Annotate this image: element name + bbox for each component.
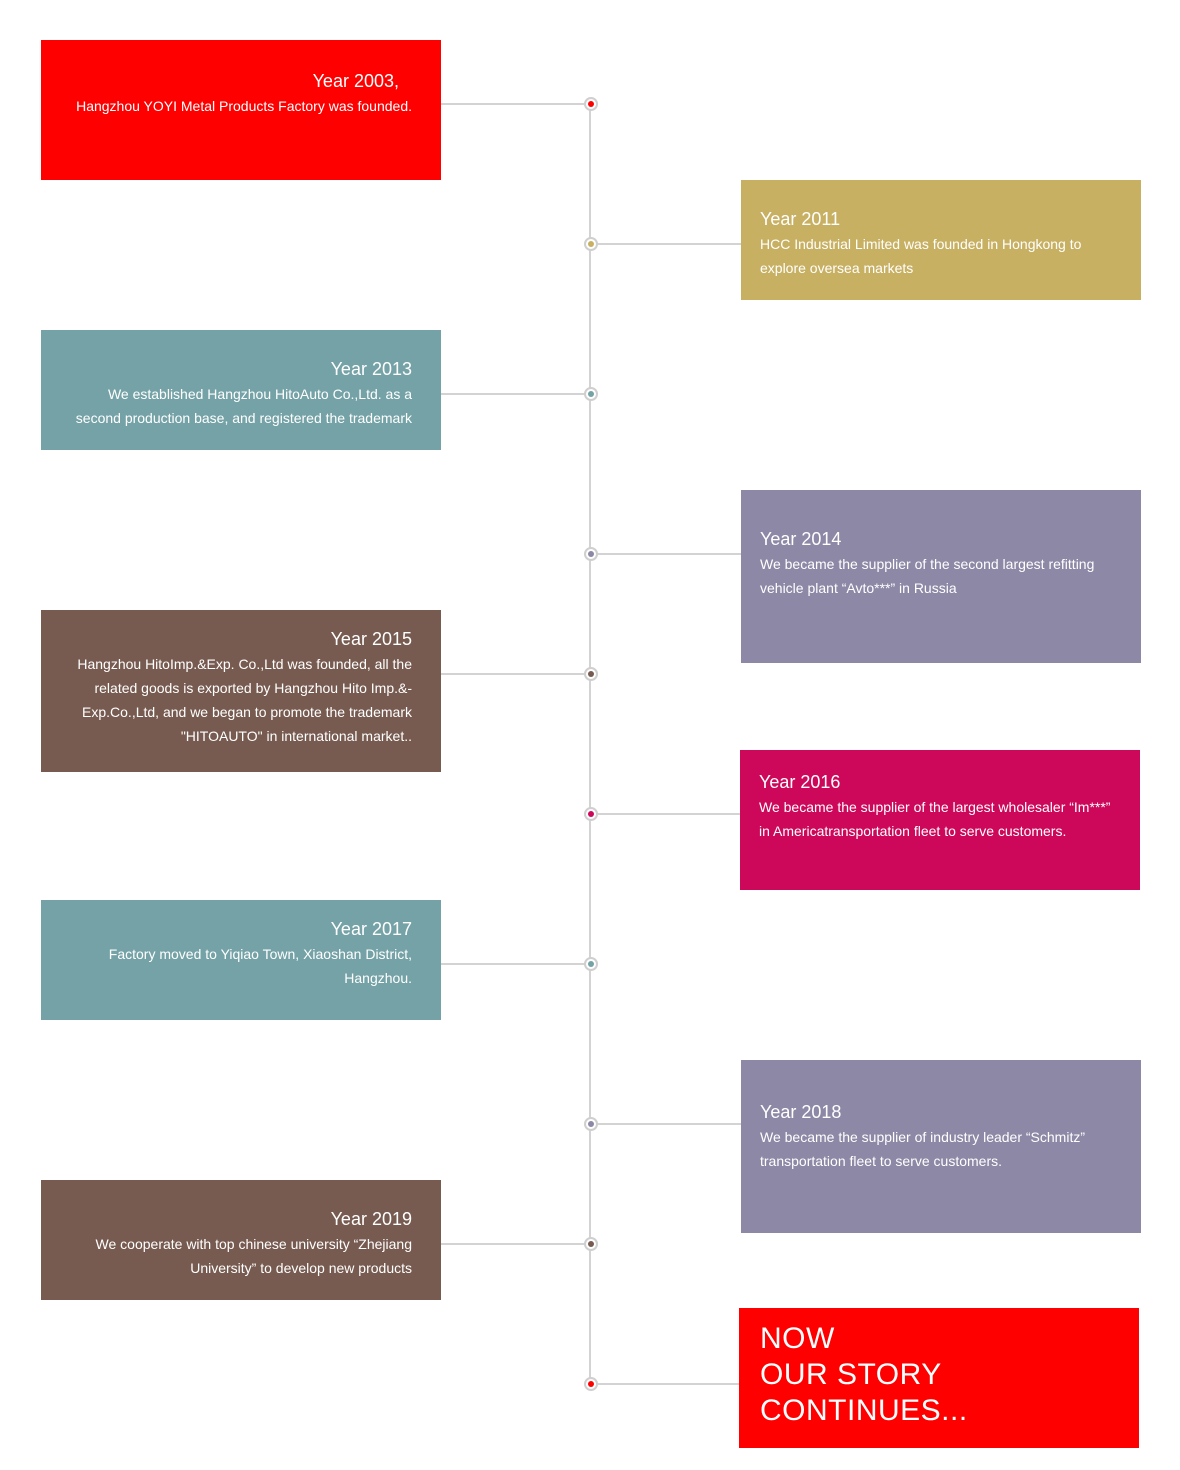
event-year: Year 2011 [760, 209, 841, 229]
timeline-card-2013: Year 2013 We established Hangzhou HitoAu… [41, 330, 441, 450]
now-line-2: OUR STORY [760, 1358, 942, 1391]
connector-now [590, 1383, 740, 1385]
connector-2011 [590, 243, 741, 245]
connector-2017 [440, 963, 590, 965]
timeline-card-2011: Year 2011 HCC Industrial Limited was fou… [741, 180, 1141, 300]
event-year: Year 2013 [330, 359, 412, 379]
timeline-card-2019: Year 2019 We cooperate with top chinese … [41, 1180, 441, 1300]
timeline-card-2003: Year 2003, Hangzhou YOYI Metal Products … [41, 40, 441, 180]
event-year: Year 2018 [760, 1102, 842, 1122]
connector-2016 [590, 813, 740, 815]
event-year: Year 2019 [330, 1209, 412, 1229]
timeline-card-2015: Year 2015 Hangzhou HitoImp.&Exp. Co.,Ltd… [41, 610, 441, 772]
timeline-dot-2003 [584, 97, 598, 111]
timeline-dot-2014 [584, 547, 598, 561]
event-description: We became the supplier of the largest wh… [759, 799, 1111, 839]
timeline-dot-2019 [584, 1237, 598, 1251]
connector-2013 [440, 393, 590, 395]
now-line-1: NOW [760, 1322, 835, 1355]
timeline-dot-2013 [584, 387, 598, 401]
event-description: We cooperate with top chinese university… [95, 1236, 412, 1276]
timeline-card-2016: Year 2016 We became the supplier of the … [740, 750, 1140, 890]
event-description: Factory moved to Yiqiao Town, Xiaoshan D… [108, 946, 412, 986]
connector-2018 [590, 1123, 741, 1125]
timeline-card-2014: Year 2014 We became the supplier of the … [741, 490, 1141, 663]
timeline-dot-now [584, 1377, 598, 1391]
event-description: Hangzhou YOYI Metal Products Factory was… [76, 98, 412, 114]
timeline-card-2018: Year 2018 We became the supplier of indu… [741, 1060, 1141, 1233]
event-description: Hangzhou HitoImp.&Exp. Co.,Ltd was found… [77, 656, 412, 744]
timeline-dot-2011 [584, 237, 598, 251]
event-year: Year 2014 [760, 529, 842, 549]
timeline-spine [589, 103, 591, 1385]
timeline-dot-2018 [584, 1117, 598, 1131]
now-line-3: CONTINUES... [760, 1394, 968, 1427]
event-description: HCC Industrial Limited was founded in Ho… [760, 236, 1082, 276]
connector-2014 [590, 553, 741, 555]
timeline-dot-2017 [584, 957, 598, 971]
event-year: Year 2003, [312, 71, 399, 91]
connector-2015 [440, 673, 590, 675]
timeline-card-now: NOW OUR STORY CONTINUES... [739, 1308, 1139, 1448]
timeline-dot-2016 [584, 807, 598, 821]
timeline-dot-2015 [584, 667, 598, 681]
connector-2003 [440, 103, 590, 105]
event-description: We became the supplier of industry leade… [760, 1129, 1085, 1169]
connector-2019 [440, 1243, 590, 1245]
event-year: Year 2015 [330, 629, 412, 649]
event-year: Year 2017 [330, 919, 412, 939]
timeline-card-2017: Year 2017 Factory moved to Yiqiao Town, … [41, 900, 441, 1020]
event-description: We became the supplier of the second lar… [760, 556, 1095, 596]
event-year: Year 2016 [759, 772, 841, 792]
event-description: We established Hangzhou HitoAuto Co.,Ltd… [75, 386, 412, 426]
